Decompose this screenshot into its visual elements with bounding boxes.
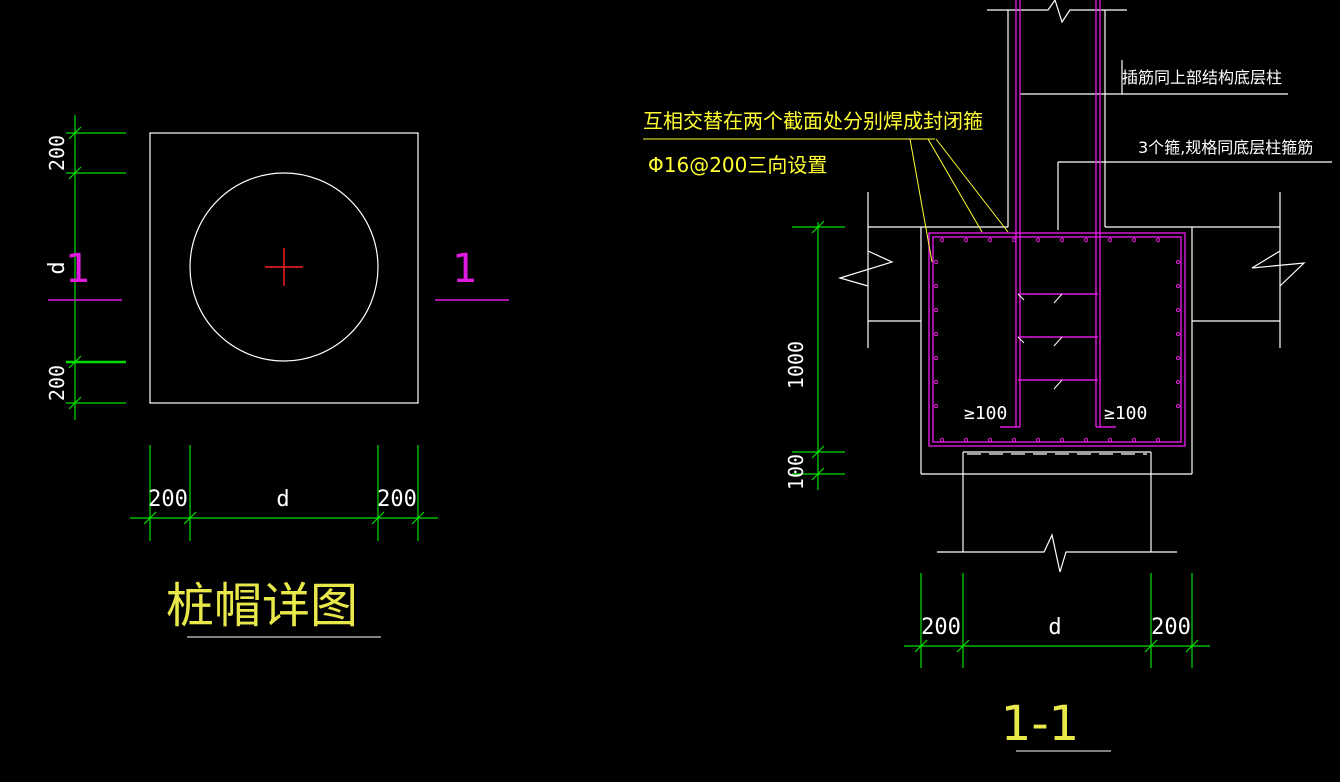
plan-dim-h-left: 200 [148, 487, 188, 512]
column-bars-note: 插筋同上部结构底层柱 [1122, 68, 1282, 87]
rebar-dot [987, 437, 993, 443]
stirrup-hooks [1017, 293, 1063, 390]
rebar-dot [963, 437, 969, 443]
section-outline [837, 0, 1332, 573]
section-vertical-dimension [792, 220, 845, 490]
section-mark-right: 1 [452, 246, 477, 292]
pile-circle [189, 172, 379, 362]
stirrup-note-line1: 互相交替在两个截面处分别焊成封闭箍 [643, 109, 983, 133]
plan-vertical-dimension [66, 115, 126, 420]
rebar-dot [1175, 379, 1181, 385]
plan-dim-v-bottom: 200 [45, 365, 69, 401]
plan-horizontal-dimension [130, 445, 438, 541]
rebar-dot [1107, 237, 1113, 243]
section-title: 1-1 [1001, 696, 1079, 752]
rebar-dot [1175, 283, 1181, 289]
column-stirrups-note: 3个箍,规格同底层柱箍筋 [1138, 138, 1313, 157]
section-dim-h-left: 200 [921, 615, 961, 640]
pile-cap-plan: 200 d 200 200 d 200 1 1 桩帽详图 [45, 115, 509, 638]
cover-right-label: ≥100 [1104, 403, 1147, 424]
rebar-dot [933, 379, 939, 385]
rebar-dot [933, 355, 939, 361]
rebar-dot [1083, 437, 1089, 443]
cap-outline [149, 132, 419, 404]
rebar-dot [939, 237, 945, 243]
rebar-dot [1059, 237, 1065, 243]
rebar-dots [933, 237, 1181, 443]
center-mark [265, 248, 303, 286]
plan-title: 桩帽详图 [166, 578, 358, 634]
rebar-dot [1083, 237, 1089, 243]
section-dim-v-100: 100 [784, 454, 808, 490]
rebar-dot [1175, 307, 1181, 313]
section-dim-v-1000: 1000 [784, 341, 808, 389]
section-mark-left: 1 [65, 246, 90, 292]
rebar-dot [1131, 437, 1137, 443]
stirrup-note-leader [643, 138, 1009, 263]
rebar-dot [1059, 437, 1065, 443]
rebar-dot [1035, 237, 1041, 243]
rebar-dot [1175, 355, 1181, 361]
rebar-dot [1175, 331, 1181, 337]
rebar-dot [1035, 437, 1041, 443]
rebar-dot [933, 307, 939, 313]
rebar-dot [1155, 437, 1161, 443]
stirrup-note-line2: Φ16@200三向设置 [648, 153, 827, 177]
rebar-dot [1131, 237, 1137, 243]
plan-dim-v-mid: d [45, 261, 70, 274]
rebar-dot [1155, 237, 1161, 243]
rebar-dot [963, 237, 969, 243]
rebar-dot [933, 259, 939, 265]
rebar-dot [933, 331, 939, 337]
rebar-dot [933, 283, 939, 289]
rebar-dot [933, 403, 939, 409]
section-dim-h-mid: d [1048, 615, 1061, 640]
rebar-dot [1011, 437, 1017, 443]
cover-left-label: ≥100 [964, 403, 1007, 424]
rebar-dot [987, 237, 993, 243]
rebar-dot [939, 437, 945, 443]
plan-dim-h-right: 200 [377, 487, 417, 512]
section-dim-h-right: 200 [1151, 615, 1191, 640]
section-horizontal-dimension [904, 573, 1210, 668]
rebar-dot [1107, 437, 1113, 443]
rebar-dot [1011, 237, 1017, 243]
rebar-cage [928, 0, 1186, 447]
rebar-dot [1175, 259, 1181, 265]
pile-cap-section: 互相交替在两个截面处分别焊成封闭箍 Φ16@200三向设置 插筋同上部结构底层柱… [643, 0, 1332, 752]
plan-dim-h-mid: d [276, 487, 289, 512]
plan-dim-v-top: 200 [45, 135, 69, 171]
rebar-dot [1175, 403, 1181, 409]
